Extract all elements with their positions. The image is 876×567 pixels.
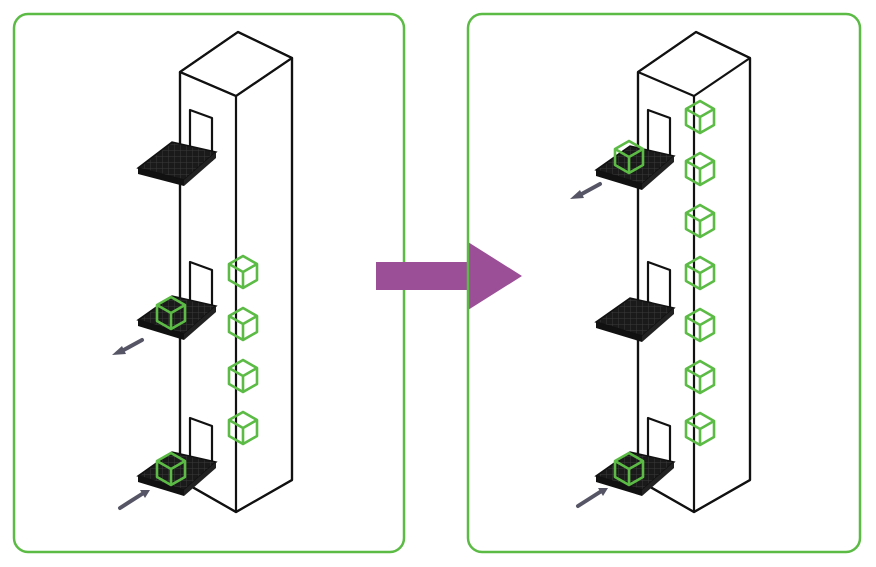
transition-arrow-icon (376, 242, 522, 310)
flow-arrow-in (576, 488, 608, 508)
tray-middle (136, 295, 218, 340)
tray-top (594, 145, 676, 190)
tray-middle (594, 297, 676, 342)
transition-arrow (376, 242, 522, 310)
flow-arrow-icon (576, 490, 602, 508)
storage-tower (636, 30, 752, 514)
flow-arrow-out (112, 338, 144, 355)
after-panel-frame (466, 12, 862, 554)
tray-top (136, 141, 218, 186)
flow-arrow-icon (118, 492, 144, 510)
before-panel (12, 12, 406, 554)
flow-arrow-out (570, 182, 602, 199)
after-panel (466, 12, 862, 554)
flow-arrow-in (118, 490, 150, 510)
